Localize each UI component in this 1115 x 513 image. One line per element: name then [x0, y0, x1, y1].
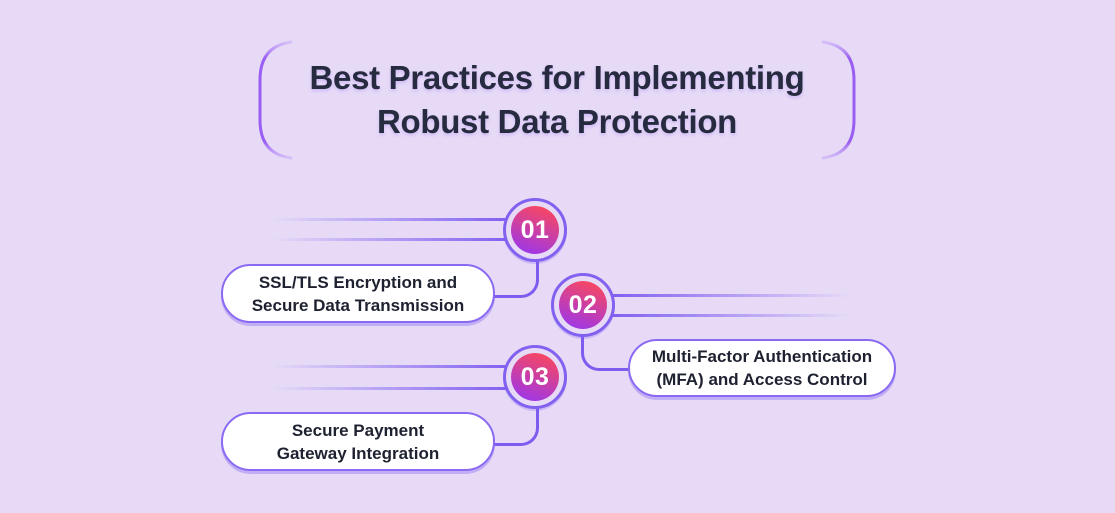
- step-01-label-pill: SSL/TLS Encryption and Secure Data Trans…: [221, 264, 495, 323]
- step-03-label-line-2: Gateway Integration: [276, 443, 440, 463]
- step-02-label-pill: Multi-Factor Authentication (MFA) and Ac…: [628, 339, 896, 397]
- step-02-label-line-2: (MFA) and Access Control: [656, 370, 868, 389]
- title-block: Best Practices for Implementing Robust D…: [258, 40, 856, 160]
- step-01-decor-line-top: [272, 218, 508, 221]
- step-03-label-line-1: Secure Payment: [291, 420, 425, 440]
- step-03-decor-line-top: [272, 365, 508, 368]
- step-02-decor-line-bottom: [612, 314, 850, 317]
- title-bracket-decoration: [258, 40, 856, 160]
- page-title: Best Practices for Implementing Robust D…: [258, 40, 856, 160]
- step-01-number: 01: [520, 215, 550, 244]
- step-02-decor-line-top: [612, 294, 850, 297]
- step-03-number-badge: 03: [511, 353, 559, 401]
- right-bracket-icon: [821, 40, 856, 160]
- step-01-decor-line-bottom: [272, 238, 508, 241]
- left-bracket-icon: [258, 40, 293, 160]
- title-line-1: Best Practices for Implementing: [309, 59, 805, 96]
- step-01-label-line-2: Secure Data Transmission: [251, 295, 465, 315]
- step-01-label-line-1: SSL/TLS Encryption and: [258, 272, 458, 292]
- step-03-decor-line-bottom: [272, 387, 508, 390]
- step-02-label-line-1: Multi-Factor Authentication: [651, 347, 873, 366]
- step-02-connector: [581, 336, 633, 371]
- step-03-label-pill: Secure Payment Gateway Integration: [221, 412, 495, 471]
- title-line-2: Robust Data Protection: [376, 103, 738, 140]
- step-03-connector: [493, 408, 539, 446]
- step-02-number: 02: [568, 290, 598, 319]
- step-01-number-badge: 01: [511, 206, 559, 254]
- step-01-connector: [493, 261, 539, 298]
- step-02-number-badge: 02: [559, 281, 607, 329]
- step-03-number: 03: [520, 362, 550, 391]
